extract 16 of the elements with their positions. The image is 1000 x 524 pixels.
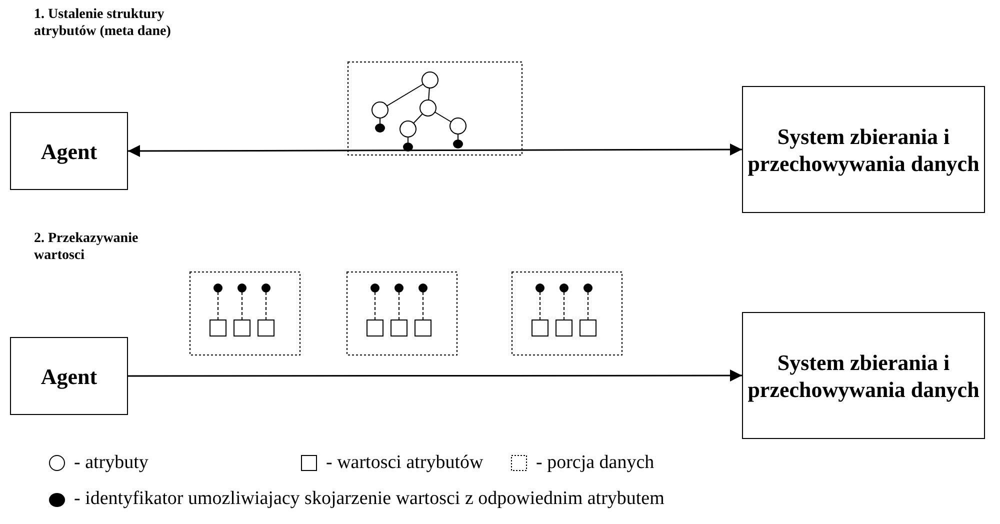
legend-text: - atrybuty	[74, 452, 148, 474]
step-heading: 1. Ustalenie struktury atrybutów (meta dane)	[34, 6, 172, 40]
arrow	[128, 144, 742, 157]
agent-box	[10, 337, 128, 415]
node-text: Agent	[40, 138, 98, 164]
arrow	[128, 370, 742, 382]
step-heading: 2. Przekazywanie wartosci	[34, 230, 140, 264]
legend-text: - wartosci atrybutów	[326, 452, 484, 474]
system-box	[742, 86, 985, 213]
legend-text: - identyfikator umozliwiajacy skojarzenie wartosci z odpowiednim atrybutem	[74, 488, 664, 510]
node-text: System zbierania i przechowywania danych	[746, 348, 980, 402]
agent-box	[10, 112, 128, 190]
node-text: System zbierania i przechowywania danych	[746, 122, 980, 176]
node-text: Agent	[40, 362, 98, 390]
legend-text: - porcja danych	[536, 452, 654, 474]
system-box	[742, 312, 985, 439]
